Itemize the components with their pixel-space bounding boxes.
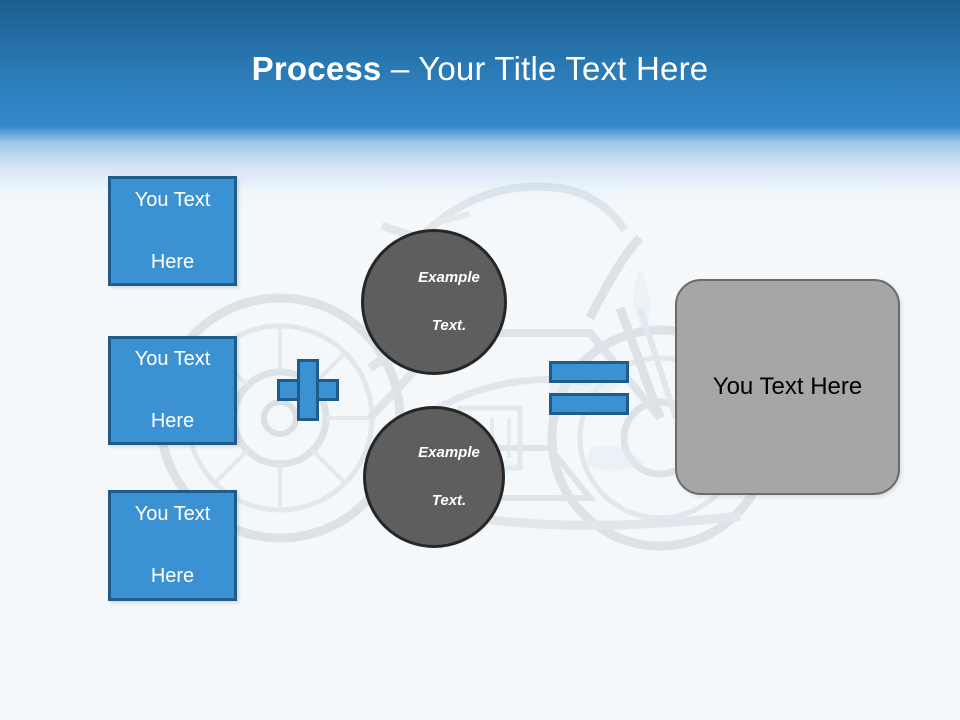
input-box-3[interactable]: You Text Here	[108, 490, 237, 601]
input-box-3-line2: Here	[150, 565, 195, 587]
slide-title: Process – Your Title Text Here	[0, 48, 960, 90]
example-circle-1-line2: Text.	[431, 317, 467, 334]
input-box-1[interactable]: You Text Here	[108, 176, 237, 286]
example-circle-1-label: Example Text.	[364, 266, 504, 338]
example-circle-2-label: Example Text.	[366, 441, 502, 513]
result-box[interactable]: You Text Here	[675, 279, 900, 495]
example-circle-1-line1: Example	[418, 269, 480, 286]
input-box-2-label: You Text Here	[111, 344, 234, 437]
result-box-label: You Text Here	[712, 373, 863, 400]
input-box-1-line2: Here	[150, 250, 195, 273]
slide-title-strong: Process	[251, 50, 382, 87]
input-box-2-line1: You Text	[134, 348, 211, 370]
example-circle-2[interactable]: Example Text.	[363, 406, 505, 548]
example-circle-2-line1: Example	[418, 444, 480, 461]
example-circle-1[interactable]: Example Text.	[361, 229, 507, 375]
equals-icon-top-bar	[549, 361, 629, 383]
input-box-3-label: You Text Here	[111, 499, 234, 592]
equals-icon-bottom-bar	[549, 393, 629, 415]
input-box-2-line2: Here	[150, 410, 195, 432]
header-band	[0, 0, 960, 126]
plus-icon-center-fill	[300, 382, 316, 398]
slide-title-separator: –	[381, 50, 419, 87]
input-box-3-line1: You Text	[134, 503, 211, 525]
input-box-1-label: You Text Here	[111, 185, 234, 278]
equals-icon	[549, 361, 629, 415]
input-box-2[interactable]: You Text Here	[108, 336, 237, 445]
slide-title-light: Your Title Text Here	[418, 50, 709, 87]
plus-icon	[277, 359, 339, 421]
example-circle-2-line2: Text.	[431, 492, 467, 509]
input-box-1-line1: You Text	[134, 188, 211, 211]
